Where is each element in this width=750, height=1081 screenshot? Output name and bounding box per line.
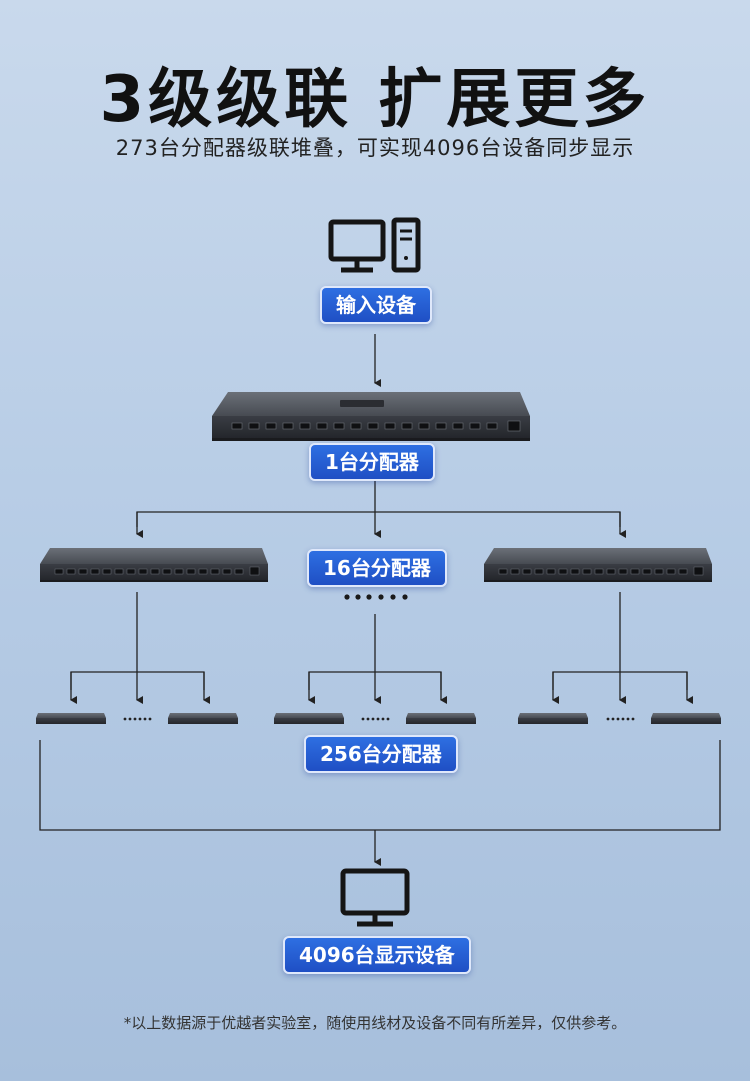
splitter-level3-unit (651, 713, 721, 724)
splitter-level3-unit (168, 713, 238, 724)
splitter-level3-group (36, 713, 721, 724)
splitter-level1 (212, 392, 530, 441)
large-ellipsis-dots (344, 594, 408, 600)
display-device-badge: 4096台显示设备 (283, 936, 471, 974)
level3-splitter-badge: 256台分配器 (304, 735, 458, 773)
splitter-level2-left (40, 548, 268, 582)
page-subtitle: 273台分配器级联堆叠，可实现4096台设备同步显示 (115, 136, 635, 160)
splitter-level3-unit (518, 713, 588, 724)
footnote: *以上数据源于优越者实验室，随使用线材及设备不同有所差异，仅供参考。 (123, 1014, 627, 1032)
computer-icon (328, 217, 421, 273)
connector-lines (39, 334, 721, 866)
level1-splitter-badge: 1台分配器 (309, 443, 435, 481)
monitor-icon (340, 868, 410, 927)
splitter-level2-right (484, 548, 712, 582)
level2-splitter-badge: 16台分配器 (307, 549, 447, 587)
splitter-level3-unit (274, 713, 344, 724)
input-device-badge: 输入设备 (320, 286, 432, 324)
small-ellipsis-dots (123, 717, 635, 721)
page-title: 3级级联 扩展更多 (99, 63, 651, 137)
splitter-level3-unit (406, 713, 476, 724)
splitter-level3-unit (36, 713, 106, 724)
